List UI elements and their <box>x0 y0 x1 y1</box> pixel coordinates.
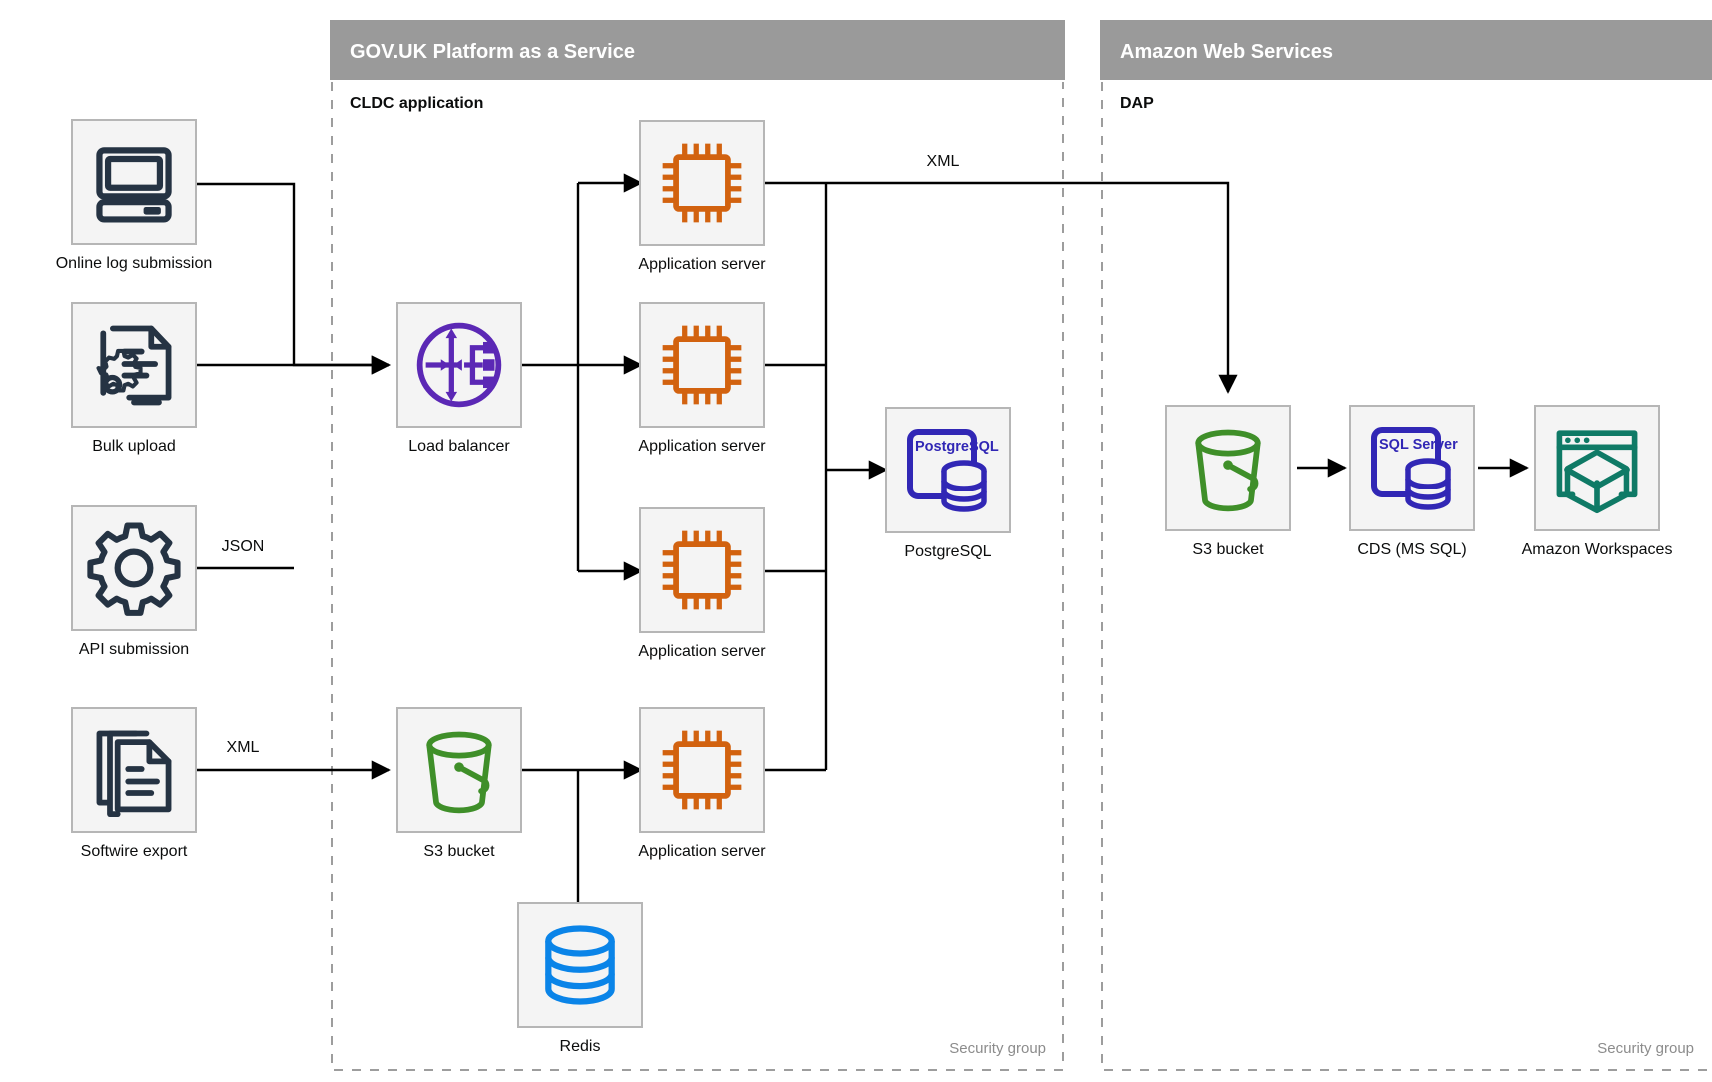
node-app-server-2[interactable]: Application server <box>638 302 766 455</box>
postgresql-icon-text: PostgreSQL <box>915 439 999 455</box>
node-app-server-4-box <box>639 707 765 833</box>
node-app-server-2-label: Application server <box>638 438 766 455</box>
zone-paas-header-bar <box>330 20 1065 80</box>
zone-paas-subtitle: CLDC application <box>350 95 483 112</box>
node-online-log-submission-label: Online log submission <box>56 255 213 272</box>
edge-label-xml-softwire: XML <box>227 739 260 756</box>
node-softwire-export[interactable]: Softwire export <box>71 707 197 860</box>
node-bulk-upload[interactable]: Bulk upload <box>71 302 197 455</box>
node-s3-bucket-paas-label: S3 bucket <box>423 843 495 860</box>
node-app-server-2-box <box>639 302 765 428</box>
node-cds-ms-sql[interactable]: SQL Server CDS (MS SQL) <box>1349 405 1475 558</box>
node-online-log-submission-box <box>71 119 197 245</box>
node-load-balancer[interactable]: Load balancer <box>396 302 522 455</box>
node-app-server-3-label: Application server <box>638 643 766 660</box>
node-s3-bucket-aws-label: S3 bucket <box>1192 541 1264 558</box>
node-redis-label: Redis <box>560 1038 601 1055</box>
node-api-submission[interactable]: API submission <box>71 505 197 658</box>
node-postgresql[interactable]: PostgreSQL PostgreSQL <box>885 407 1011 560</box>
edge-label-xml-top: XML <box>927 153 960 170</box>
zone-paas: GOV.UK Platform as a Service CLDC applic… <box>330 20 1065 1071</box>
zone-aws-title: Amazon Web Services <box>1120 41 1333 63</box>
zone-aws: Amazon Web Services DAP Security group <box>1100 20 1712 1071</box>
zone-aws-dashed-border <box>1101 82 1712 1071</box>
zone-paas-security-group-label: Security group <box>949 1040 1046 1057</box>
zone-aws-security-group-label: Security group <box>1597 1040 1694 1057</box>
zone-aws-header-bar <box>1100 20 1712 80</box>
node-api-submission-label: API submission <box>79 641 189 658</box>
edge-label-json: JSON <box>222 538 265 555</box>
zone-paas-dashed-border <box>331 82 1064 1071</box>
node-postgresql-label: PostgreSQL <box>904 543 991 560</box>
zone-aws-subtitle: DAP <box>1120 95 1154 112</box>
node-app-server-4-label: Application server <box>638 843 766 860</box>
node-amazon-workspaces[interactable]: Amazon Workspaces <box>1522 405 1673 558</box>
node-app-server-1-label: Application server <box>638 256 766 273</box>
node-softwire-export-label: Softwire export <box>81 843 188 860</box>
connector-layer: JSON XML XML <box>194 153 1529 905</box>
node-app-server-1-box <box>639 120 765 246</box>
node-online-log-submission[interactable]: Online log submission <box>56 119 213 272</box>
sql-server-icon-text: SQL Server <box>1379 437 1458 453</box>
node-s3-bucket-aws[interactable]: S3 bucket <box>1165 405 1291 558</box>
node-redis[interactable]: Redis <box>517 902 643 1055</box>
node-app-server-1[interactable]: Application server <box>638 120 766 273</box>
node-app-server-4[interactable]: Application server <box>638 707 766 860</box>
node-redis-box <box>517 902 643 1028</box>
edge-app1-to-s3-aws <box>763 181 1238 394</box>
zone-paas-title: GOV.UK Platform as a Service <box>350 41 635 63</box>
node-s3-bucket-paas[interactable]: S3 bucket <box>396 707 522 860</box>
node-cds-ms-sql-label: CDS (MS SQL) <box>1357 541 1466 558</box>
node-app-server-3-box <box>639 507 765 633</box>
node-amazon-workspaces-label: Amazon Workspaces <box>1522 541 1673 558</box>
node-load-balancer-label: Load balancer <box>408 438 510 455</box>
node-bulk-upload-label: Bulk upload <box>92 438 176 455</box>
edge-online-to-load-balancer <box>194 182 391 375</box>
node-app-server-3[interactable]: Application server <box>638 507 766 660</box>
